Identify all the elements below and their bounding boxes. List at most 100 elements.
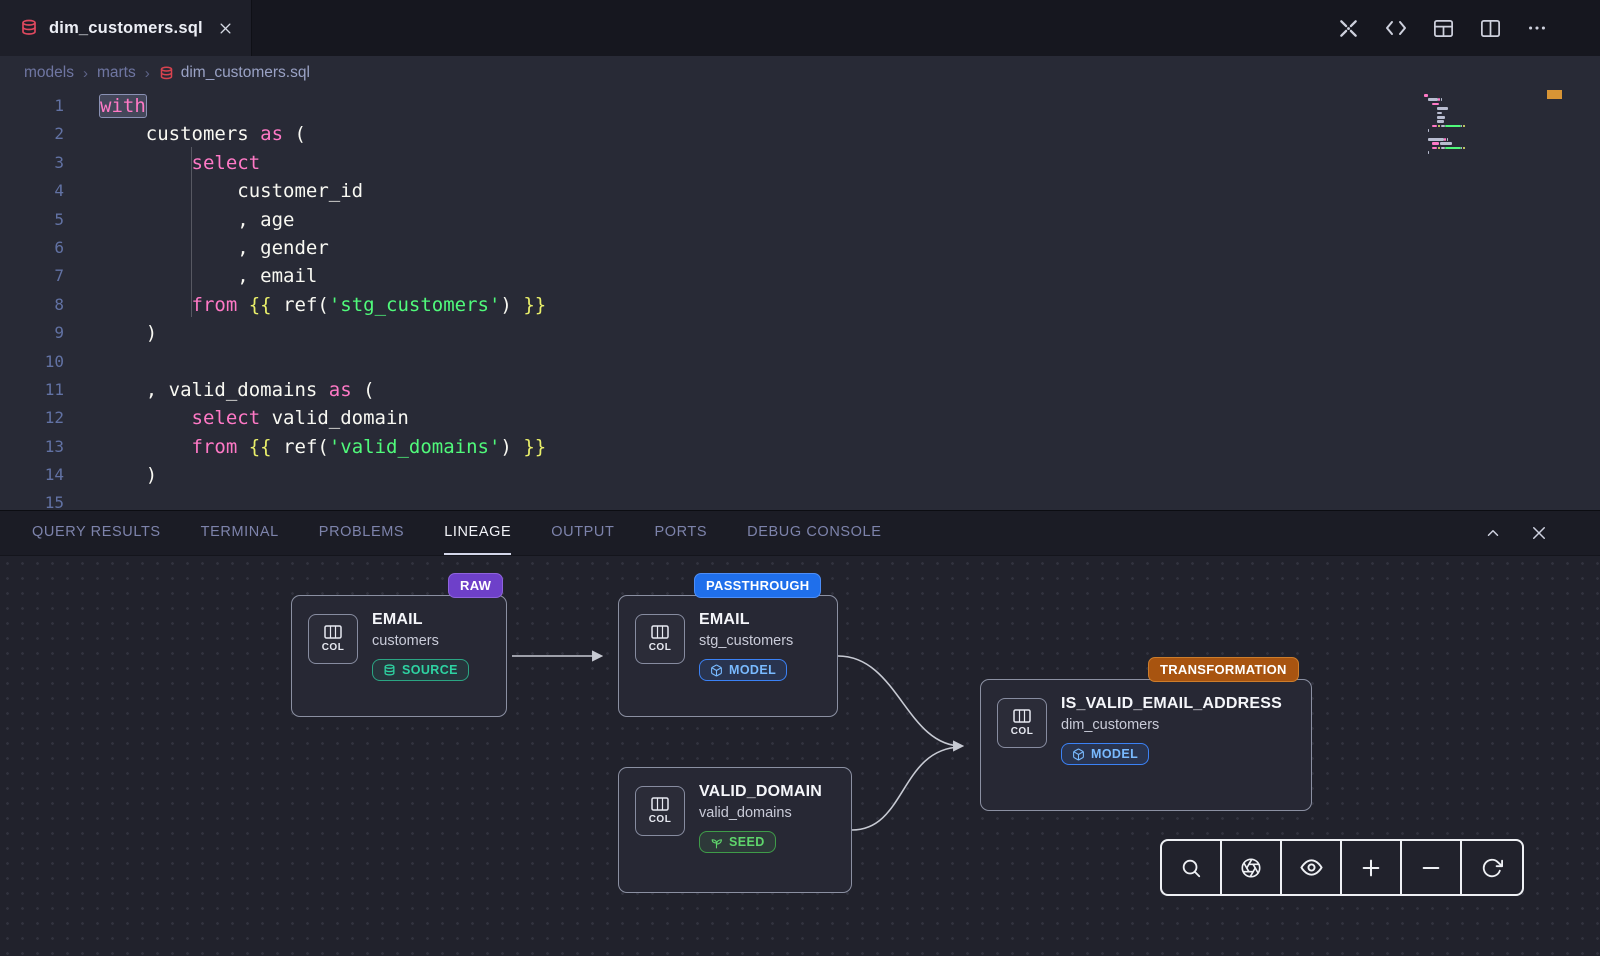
passthrough-tag: PASSTHROUGH xyxy=(694,573,822,598)
search-button[interactable] xyxy=(1162,841,1222,894)
panel-tab-debug-console[interactable]: DEBUG CONSOLE xyxy=(747,524,882,540)
line-number: 12 xyxy=(44,408,64,428)
badge-label: SEED xyxy=(729,835,765,849)
lineage-node-customers[interactable]: COL EMAIL customers SOURCE xyxy=(291,595,507,717)
tab-bar: dim_customers.sql xyxy=(0,0,1600,56)
line-number: 2 xyxy=(54,124,64,144)
code-line: ) xyxy=(100,322,158,345)
plus-icon xyxy=(1360,857,1382,879)
collapse-panel-icon[interactable] xyxy=(1484,524,1502,542)
aperture-icon xyxy=(1240,857,1262,879)
line-number: 11 xyxy=(44,379,64,399)
aperture-button[interactable] xyxy=(1222,841,1282,894)
panel-tab-terminal[interactable]: TERMINAL xyxy=(200,524,279,540)
code-preview-icon[interactable] xyxy=(1384,16,1408,40)
visibility-button[interactable] xyxy=(1282,841,1342,894)
code-lines[interactable]: with customers as ( select customer_id ,… xyxy=(99,92,1470,510)
line-number: 9 xyxy=(54,323,64,343)
split-editor-icon[interactable] xyxy=(1479,17,1502,40)
panel-tab-lineage[interactable]: LINEAGE xyxy=(444,511,512,555)
close-tab-icon[interactable] xyxy=(218,21,233,36)
lineage-node-stg-customers[interactable]: COL EMAIL stg_customers MODEL xyxy=(618,595,838,717)
tab-title: dim_customers.sql xyxy=(49,18,203,37)
code-line: select xyxy=(191,151,261,174)
code-line: , valid_domains as ( xyxy=(100,378,375,401)
dbt-logo-icon[interactable] xyxy=(1337,17,1360,40)
node-subtitle: stg_customers xyxy=(699,633,794,649)
node-title: VALID_DOMAIN xyxy=(699,783,822,800)
panel-tab-problems[interactable]: PROBLEMS xyxy=(318,524,405,540)
badge-label: MODEL xyxy=(1091,747,1139,761)
search-icon xyxy=(1180,857,1202,879)
model-badge: MODEL xyxy=(1061,743,1150,765)
line-number: 1 xyxy=(54,96,64,115)
column-icon: COL xyxy=(635,614,685,664)
eye-icon xyxy=(1299,856,1323,879)
node-subtitle: dim_customers xyxy=(1061,717,1160,733)
breadcrumb-item-file[interactable]: dim_customers.sql xyxy=(159,64,310,82)
lineage-canvas[interactable]: RAW PASSTHROUGH TRANSFORMATION COL EMAIL… xyxy=(0,556,1600,956)
panel-actions xyxy=(1484,511,1548,555)
panel-tab-output[interactable]: OUTPUT xyxy=(551,524,615,540)
database-icon xyxy=(20,19,38,37)
zoom-out-button[interactable] xyxy=(1402,841,1462,894)
line-number: 8 xyxy=(54,294,64,314)
transformation-tag: TRANSFORMATION xyxy=(1148,657,1299,682)
refresh-button[interactable] xyxy=(1462,841,1522,894)
breadcrumb-separator: › xyxy=(82,64,88,82)
raw-tag: RAW xyxy=(448,573,504,598)
close-panel-icon[interactable] xyxy=(1530,524,1548,542)
column-icon: COL xyxy=(308,614,358,664)
cube-icon xyxy=(710,664,723,677)
breadcrumb-separator: › xyxy=(144,64,150,82)
badge-label: SOURCE xyxy=(402,663,458,677)
line-number: 14 xyxy=(44,465,64,485)
more-actions-icon[interactable] xyxy=(1526,17,1548,39)
panel-tab-query-results[interactable]: QUERY RESULTS xyxy=(32,524,161,540)
minimap-content[interactable] xyxy=(1424,94,1540,160)
code-line: ) xyxy=(100,464,158,487)
code-line: , email xyxy=(100,265,318,288)
minus-icon xyxy=(1420,857,1442,879)
breadcrumb-item-models[interactable]: models xyxy=(24,64,74,81)
breadcrumb-item-marts[interactable]: marts xyxy=(96,64,136,81)
layout-icon[interactable] xyxy=(1432,17,1455,40)
code-line xyxy=(100,348,1470,376)
line-number: 7 xyxy=(54,266,64,286)
col-label: COL xyxy=(648,642,672,653)
zoom-in-button[interactable] xyxy=(1342,841,1402,894)
col-label: COL xyxy=(648,814,672,825)
lineage-node-valid-domains[interactable]: COL VALID_DOMAIN valid_domains SEED xyxy=(618,767,852,893)
code-line: customers as ( xyxy=(100,123,306,146)
panel-tab-ports[interactable]: PORTS xyxy=(654,524,708,540)
code-line: select valid_domain xyxy=(191,407,409,430)
seed-badge: SEED xyxy=(699,831,776,853)
col-label: COL xyxy=(1010,726,1034,737)
line-number: 6 xyxy=(54,237,64,257)
code-line: with xyxy=(99,94,147,118)
column-icon: COL xyxy=(635,786,685,836)
node-title: EMAIL xyxy=(699,611,750,628)
editor-actions xyxy=(1337,16,1600,40)
line-number: 5 xyxy=(54,209,64,229)
lineage-toolbar xyxy=(1160,839,1524,896)
node-title: IS_VALID_EMAIL_ADDRESS xyxy=(1061,695,1283,712)
code-line: from {{ ref('stg_customers') }} xyxy=(191,293,547,316)
database-icon xyxy=(383,663,396,677)
line-number: 10 xyxy=(44,351,64,371)
lineage-node-dim-customers[interactable]: COL IS_VALID_EMAIL_ADDRESS dim_customers… xyxy=(980,679,1312,811)
col-label: COL xyxy=(321,642,345,653)
column-icon: COL xyxy=(997,698,1047,748)
node-subtitle: valid_domains xyxy=(699,805,792,821)
panel-tabs: QUERY RESULTS TERMINAL PROBLEMS LINEAGE OUTP… xyxy=(32,511,881,555)
line-number: 13 xyxy=(44,436,64,456)
source-badge: SOURCE xyxy=(372,659,469,681)
node-subtitle: customers xyxy=(372,633,439,649)
code-line: , age xyxy=(100,208,295,231)
seedling-icon xyxy=(710,836,723,849)
code-line: customer_id xyxy=(100,180,364,203)
badge-label: MODEL xyxy=(729,663,777,677)
editor-tab[interactable]: dim_customers.sql xyxy=(0,0,252,56)
